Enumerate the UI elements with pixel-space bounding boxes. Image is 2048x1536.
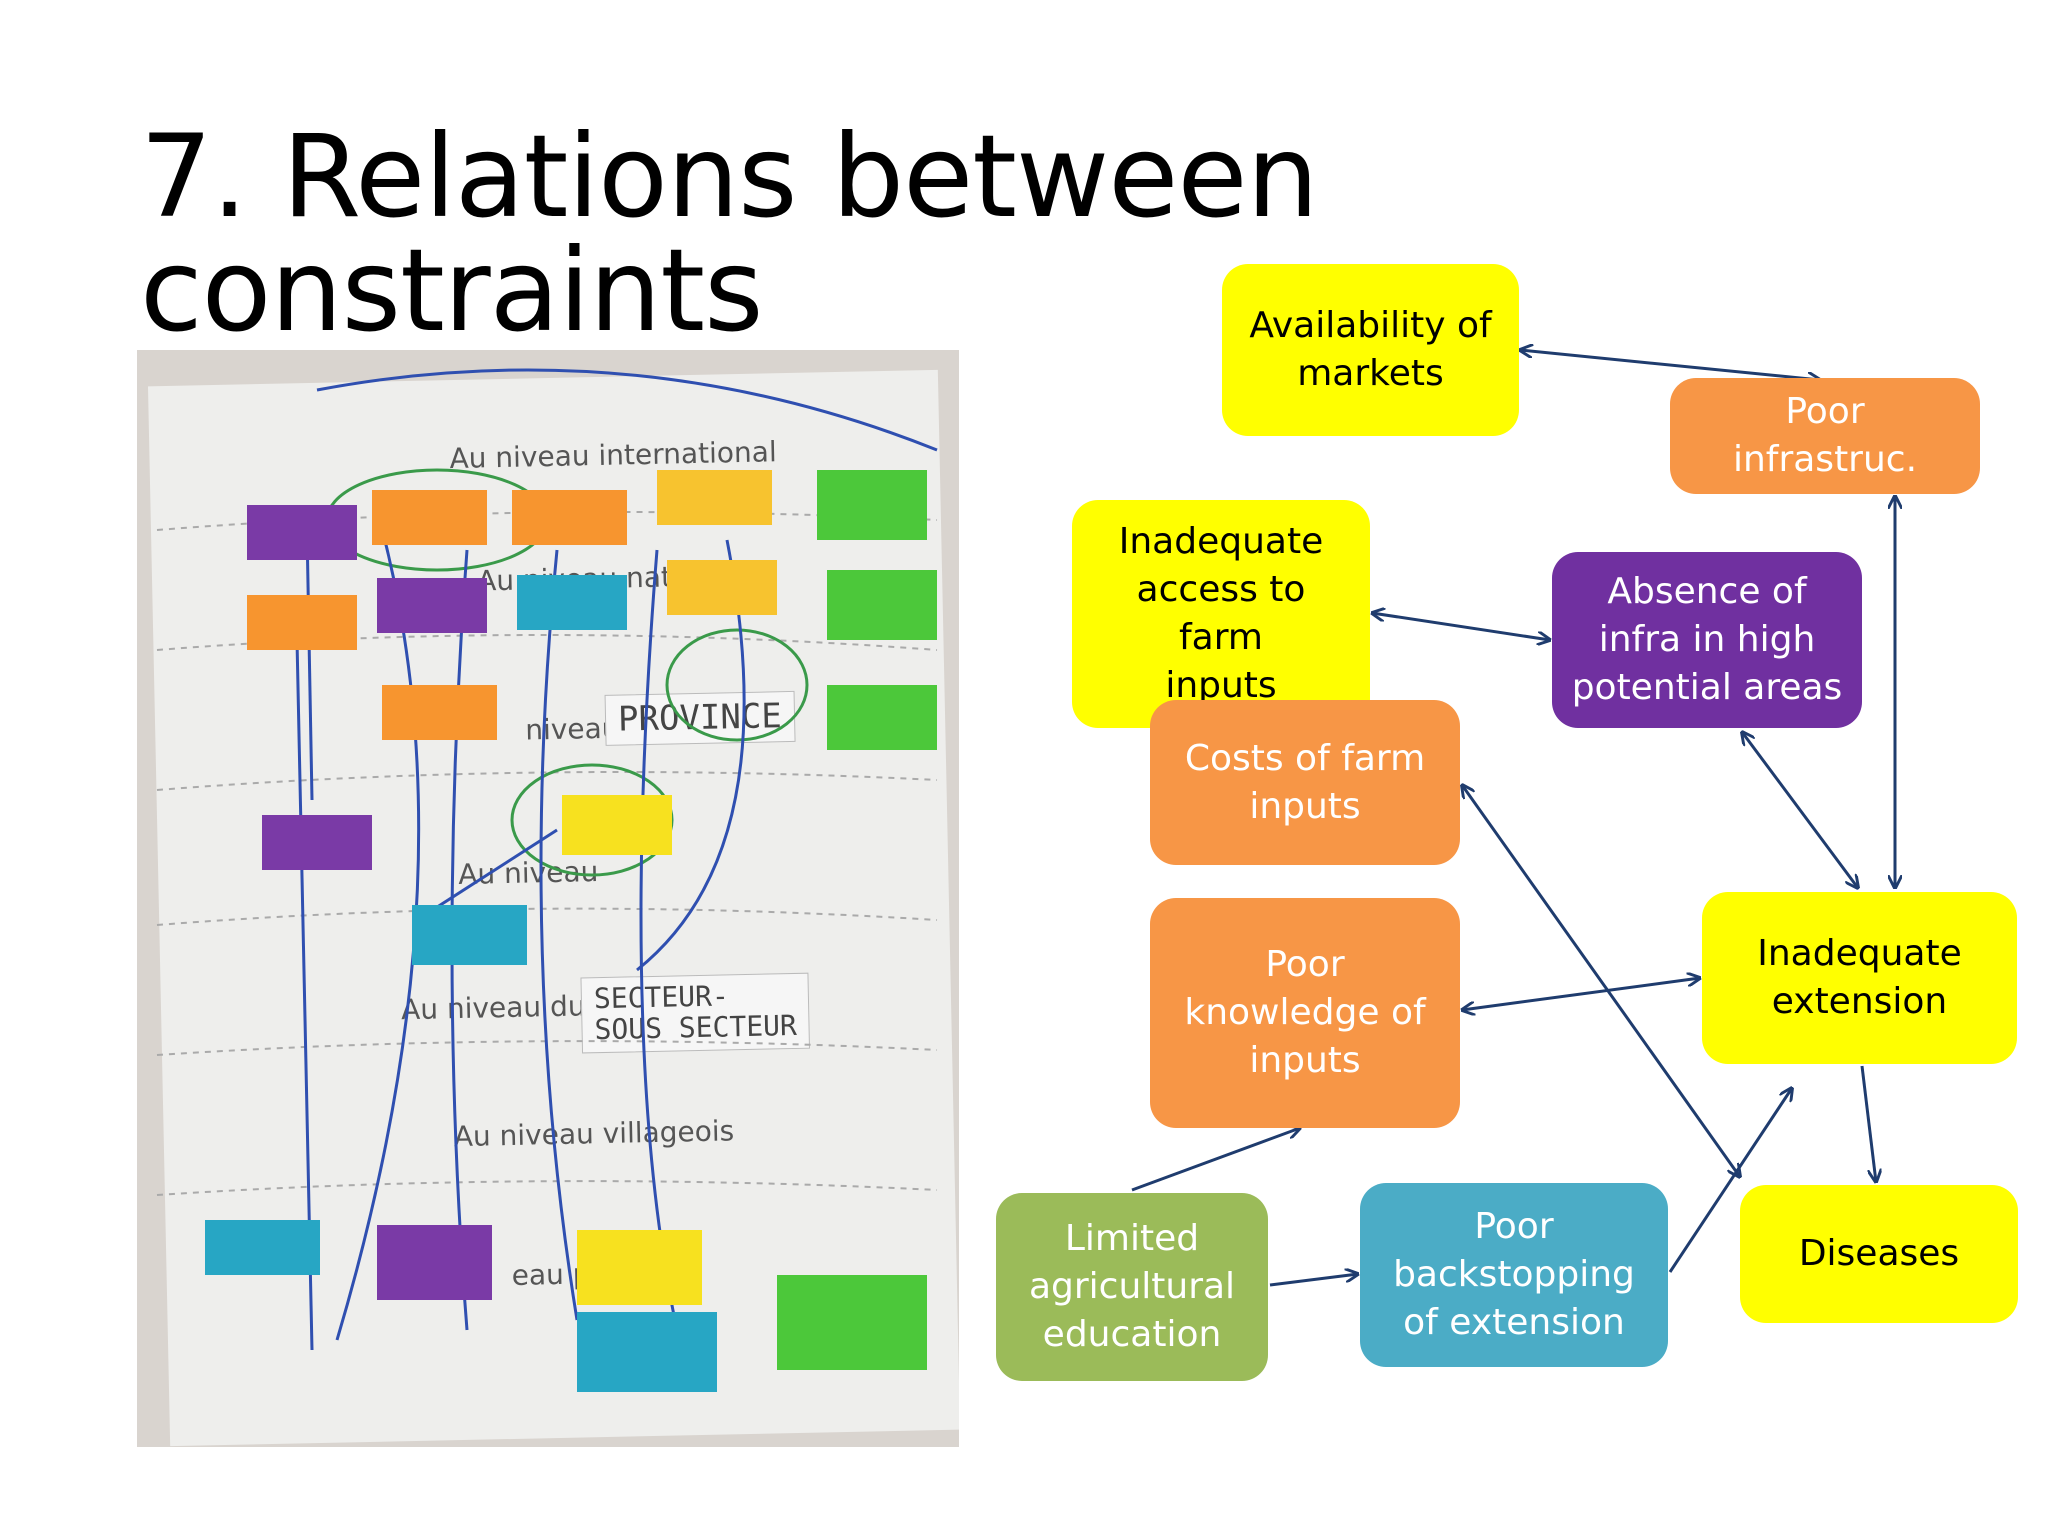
sticky-note-purple — [377, 1225, 492, 1300]
arrow-availability-to-poor_infra — [1520, 350, 1820, 380]
sticky-note-purple — [262, 815, 372, 870]
sticky-note-purple — [377, 578, 487, 633]
sticky-note-orange — [382, 685, 497, 740]
arrow-costs-to-diseases — [1462, 785, 1740, 1177]
sticky-note-orange — [247, 595, 357, 650]
sticky-note-blue — [412, 905, 527, 965]
arrow-inadequate_access-to-absence_infra — [1372, 613, 1550, 640]
sticky-note-yellow — [577, 1230, 702, 1305]
node-inadequate-extension: Inadequate extension — [1702, 892, 2017, 1064]
node-inadequate-access-to-farm-inputs: Inadequate access to farm inputs — [1072, 500, 1370, 728]
sticky-note-blue — [577, 1312, 717, 1392]
node-poor-infrastructure: Poor infrastruc. — [1670, 378, 1980, 494]
sticky-note-blue — [205, 1220, 320, 1275]
sticky-note-green — [827, 685, 937, 750]
node-costs-of-farm-inputs: Costs of farm inputs — [1150, 700, 1460, 865]
arrow-inadequate_extension-to-diseases — [1860, 1065, 1876, 1182]
arrow-absence_infra-to-inadequate_extension — [1742, 732, 1858, 888]
node-poor-backstopping-of-extension: Poor backstopping of extension — [1360, 1183, 1668, 1367]
workshop-photo: Au niveau international Au niveau nation… — [137, 350, 959, 1447]
sticky-note-orange — [512, 490, 627, 545]
sticky-note-yellow — [657, 470, 772, 525]
node-diseases: Diseases — [1740, 1185, 2018, 1323]
slide-title: 7. Relations between constraints — [140, 110, 1319, 357]
sticky-note-purple — [247, 505, 357, 560]
sticky-note-green — [777, 1275, 927, 1370]
node-availability-of-markets: Availability of markets — [1222, 264, 1519, 436]
sticky-note-blue — [517, 575, 627, 630]
sticky-note-yellow — [562, 795, 672, 855]
arrow-poor_knowledge-to-inadequate_extension — [1462, 978, 1700, 1010]
node-limited-agricultural-education: Limited agricultural education — [996, 1193, 1268, 1381]
node-absence-of-infra: Absence of infra in high potential areas — [1552, 552, 1862, 728]
sticky-note-green — [827, 570, 937, 640]
node-poor-knowledge-of-inputs: Poor knowledge of inputs — [1150, 898, 1460, 1128]
arrow-limited_education-to-poor_backstopping — [1269, 1274, 1358, 1287]
sticky-note-yellow — [667, 560, 777, 615]
arrow-limited_education-to-poor_knowledge — [1131, 1128, 1300, 1192]
sticky-note-green — [817, 470, 927, 540]
sticky-note-orange — [372, 490, 487, 545]
